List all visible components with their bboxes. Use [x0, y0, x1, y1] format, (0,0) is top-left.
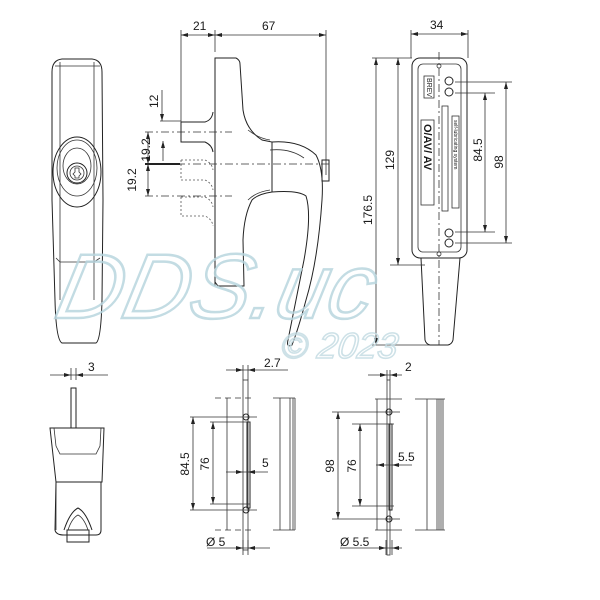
dim-12: 12: [147, 94, 161, 108]
front-view: [51, 58, 104, 344]
dim-19-2-lower: 19.2: [125, 168, 139, 192]
side-label: self-lubricating system: [452, 120, 458, 169]
dim-5: 5: [262, 456, 269, 470]
spacer-a-view: 2.7 84.5 76 5 Ø 5: [178, 356, 296, 555]
dim-98: 98: [492, 155, 506, 169]
dim-76-b: 76: [345, 459, 359, 473]
key-cylinder-icon: [66, 162, 88, 184]
dim-19-2-upper: 19.2: [139, 138, 153, 162]
dim-84-5: 84.5: [471, 138, 485, 162]
dim-98-spacer: 98: [323, 459, 337, 473]
dim-5-5: 5.5: [398, 450, 415, 464]
watermark: DDS.uc © 2023: [47, 234, 402, 367]
dim-21: 21: [193, 19, 207, 33]
dim-dia-5: Ø 5: [206, 535, 226, 549]
dim-2: 2: [405, 360, 412, 374]
spacer-b-view: 2 98 76 5.5 Ø 5.5: [323, 360, 445, 556]
bottom-view: 3: [49, 360, 108, 543]
model-tag: BREV: [425, 78, 432, 97]
dim-34: 34: [430, 18, 444, 32]
watermark-copyright: © 2023: [279, 325, 401, 366]
dim-176-5: 176.5: [361, 195, 375, 225]
dim-2-7: 2.7: [264, 356, 281, 370]
dim-3: 3: [88, 360, 95, 374]
dim-67: 67: [262, 19, 276, 33]
rear-view: 34 BREV O/AV/ AV self-lubricating system…: [361, 18, 512, 346]
side-view: 21 67 12 19.2 19.2: [125, 19, 330, 347]
brand-logo: O/AV/ AV: [421, 124, 433, 171]
watermark-brand: DDS.uc: [48, 235, 387, 338]
dim-dia-5-5: Ø 5.5: [340, 535, 370, 549]
dim-84-5-spacer: 84.5: [178, 452, 192, 476]
dim-129: 129: [383, 150, 397, 170]
dim-76-a: 76: [198, 457, 212, 471]
